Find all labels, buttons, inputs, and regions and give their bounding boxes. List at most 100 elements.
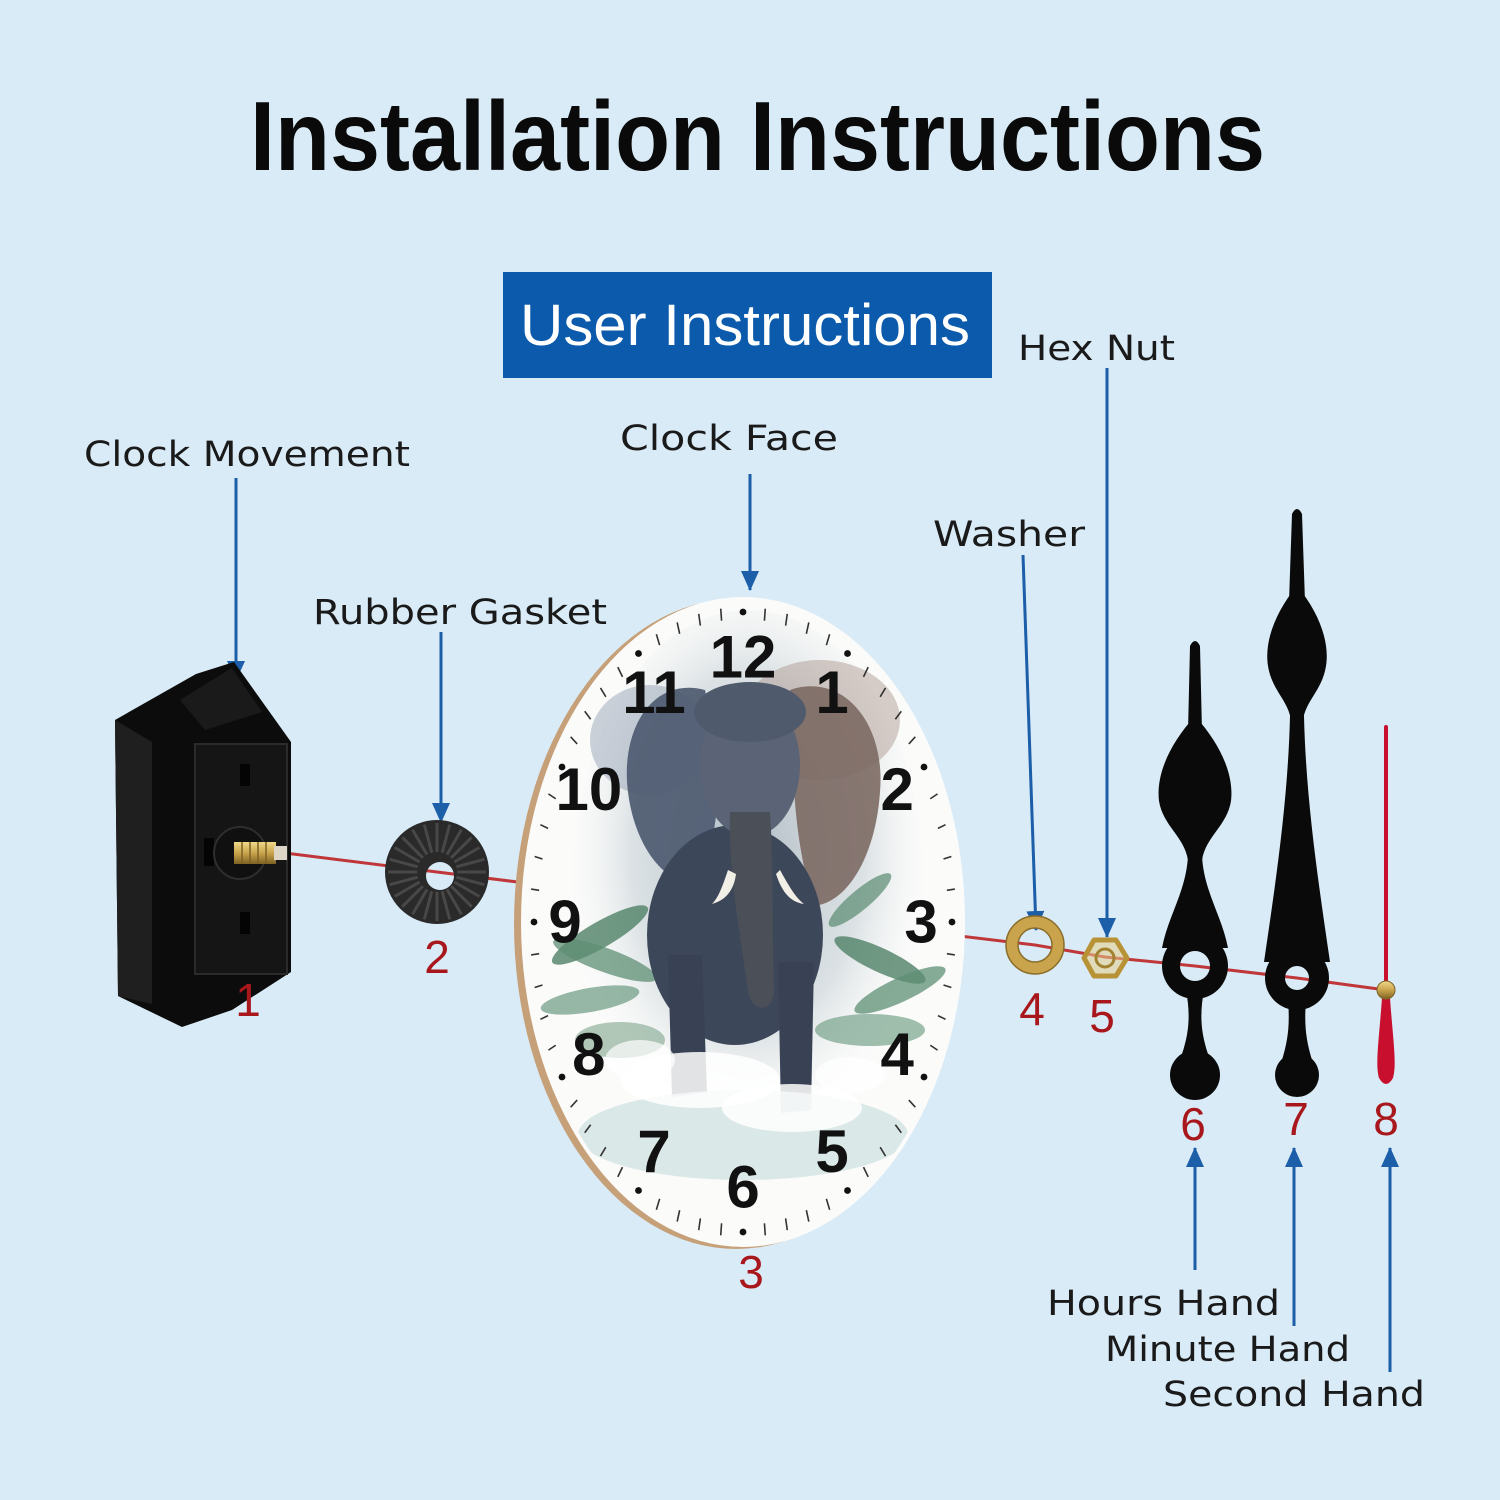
second-hand [1376,725,1396,1084]
dial-minute-tick [784,1218,789,1231]
part-number-washer: 4 [1019,983,1045,1035]
dial-numeral: 7 [637,1118,670,1185]
dial-hour-dot [558,1073,566,1081]
part-number-hex-nut: 5 [1089,990,1115,1042]
dial-minute-tick [719,1223,723,1236]
washer-outer-edge [1005,915,1065,975]
gasket-ridge [455,857,485,869]
dial-hour-dot [948,918,956,926]
dial-ticks [530,608,956,1236]
hex-nut-hole [1094,947,1116,969]
dial-hour-dot [635,650,642,657]
dial-numeral: 2 [880,756,913,823]
gasket-ridge [393,880,421,898]
label-minute-hand: Minute Hand [1105,1330,1350,1370]
gasket-ridge [450,836,473,859]
dial-minute-tick [946,952,955,956]
dial-numeral: 12 [710,624,777,691]
dial-hour-dot [920,763,928,771]
dial-numeral: 6 [726,1154,759,1221]
arrow-washer [1021,554,1045,931]
movement-slot [240,912,250,934]
palm-leaf [553,938,657,982]
clock-movement [115,662,291,1027]
hours-hand [1158,641,1232,1100]
dial-numeral: 4 [880,1021,914,1088]
elephant-tusk [776,870,804,904]
dial-minute-tick [719,608,723,621]
minute-hand-spade [1267,586,1327,721]
minute-hand-tip [1289,509,1305,602]
elephant-ear-left [626,687,718,883]
gasket-ridge [411,888,429,916]
elephant-leg [778,962,814,1113]
washer-ring [1006,916,1064,974]
gasket-ridge [453,880,481,898]
dial-minute-tick [570,736,578,745]
minute-hand-hub [1265,946,1329,1010]
subtitle-banner: User Instructions [503,272,992,378]
dial-minute-tick [894,1124,902,1134]
dial-minute-tick [908,736,916,745]
label-second-hand: Second Hand [1163,1375,1425,1415]
minute-hand-counterweight [1275,1053,1319,1097]
gasket-ridge [401,885,424,908]
dial-minute-tick [784,613,789,626]
dial-minute-tick [655,634,661,646]
dial-minute-tick [531,952,540,956]
hours-hand-spade [1158,716,1232,860]
palm-leaf [854,966,946,1014]
elephant-forehead [694,682,806,742]
dial-numeral: 9 [548,889,581,956]
label-hex-nut: Hex Nut [1018,329,1175,369]
dial-minute-tick [879,1146,887,1157]
hours-hand-tail [1182,990,1208,1054]
gasket-ridge [453,846,481,864]
dial-minute-tick [534,984,543,989]
dial-minute-tick [825,1198,831,1210]
splash [722,1084,862,1132]
dial-minute-tick [894,710,902,720]
hours-hand-hub [1162,933,1228,999]
elephant-illustration [540,610,946,1180]
dial-minute-tick [617,666,624,678]
dial-minute-tick [584,1124,592,1134]
second-hand-hub [1376,980,1396,1000]
subtitle-text: User Instructions [520,293,970,358]
part-number-minute-hand: 7 [1283,1093,1309,1145]
gasket-ridge [445,888,463,916]
dial-minute-tick [655,1198,661,1210]
movement-slot [204,838,214,866]
hex-nut-body [1081,937,1130,979]
gasket-ridge [389,875,419,887]
dial-minute-tick [599,1146,607,1157]
dial-minute-tick [879,687,887,698]
dial-minute-tick [617,1166,624,1178]
dial-minute-tick [929,1044,939,1051]
dial-minute-tick [908,1099,916,1108]
dial-minute-tick [676,1210,681,1222]
dial-minute-tick [825,634,831,646]
label-washer: Washer [933,515,1086,555]
splash [815,1057,885,1093]
dial-minute-tick [937,823,946,830]
dial-minute-tick [943,855,952,860]
dial-hour-dot [558,763,566,771]
part-number-movement: 1 [235,974,261,1026]
hex-nut [1081,937,1130,979]
dial-minute-tick [946,888,955,892]
label-rubber-gasket: Rubber Gasket [313,593,607,633]
dial-hour-dot [635,1187,642,1194]
part-number-hours-hand: 6 [1180,1098,1206,1150]
dial-minute-tick [547,793,557,800]
subtitle-box [503,272,992,378]
label-clock-face: Clock Face [620,419,838,459]
dial-minute-tick [763,1223,767,1236]
gasket-ridge [389,857,419,869]
gasket-ridge [440,824,452,854]
dial-minute-tick [599,687,607,698]
dial-minute-tick [805,622,810,634]
dial-hour-dot [844,650,851,657]
